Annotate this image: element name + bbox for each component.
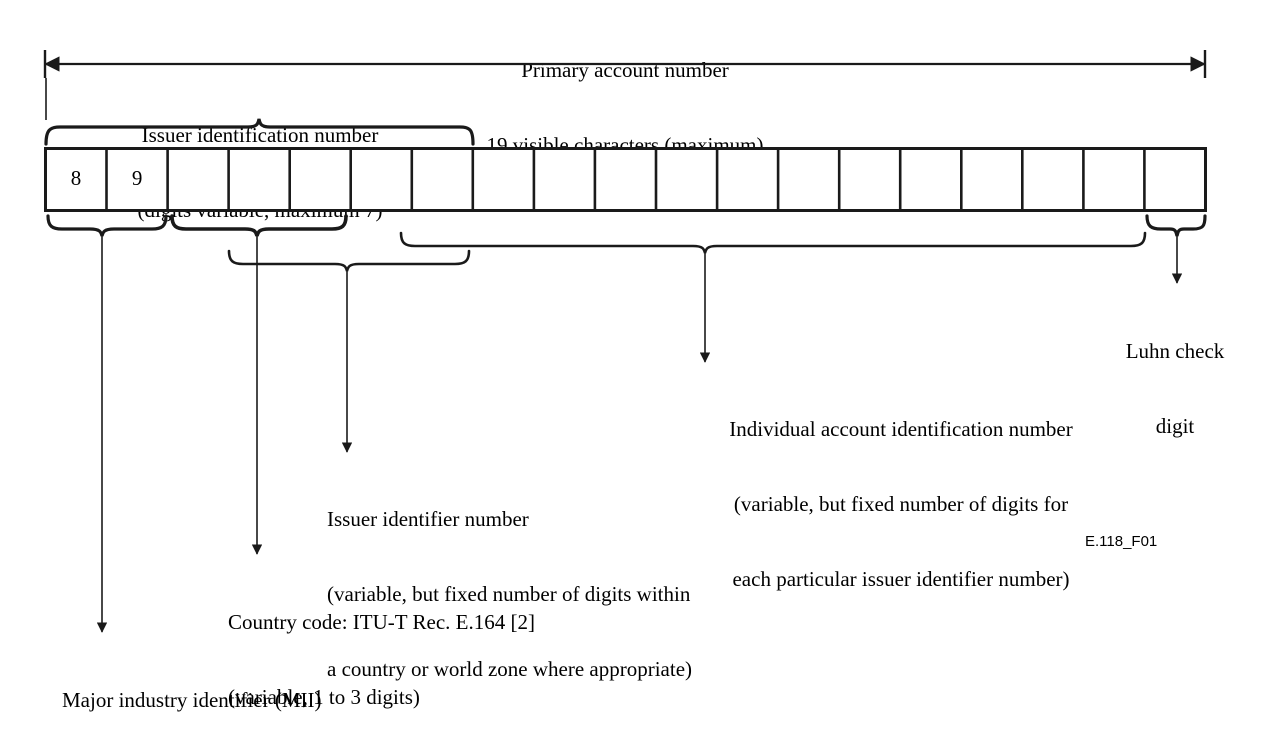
luhn-check-digit-label: Luhn check digit [1095,289,1255,489]
issuer-identifier-number-line2: (variable, but fixed number of digits wi… [327,582,691,606]
individual-account-identification-number-bracket [399,231,1147,363]
primary-account-number-span-arrow [43,50,1207,78]
individual-account-line2: (variable, but fixed number of digits fo… [733,492,1069,516]
major-industry-identifier-label: Major industry identifier (MII) (ISO/IEC… [62,638,682,736]
luhn-check-digit-line1: Luhn check [1125,339,1225,363]
country-code-line2: (variable, 1 to 3 digits) [228,685,420,709]
issuer-identifier-number-line3: a country or world zone where appropriat… [327,657,693,681]
major-industry-identifier-bracket [46,214,168,633]
issuer-identifier-number-line1: Issuer identifier number [327,507,529,531]
pan-cell-digit: 9 [131,166,143,190]
country-code-label: Country code: ITU-T Rec. E.164 [2] (vari… [228,560,728,736]
pan-cell-row [44,147,1207,212]
individual-account-identification-number-label: Individual account identification number… [625,367,1177,642]
issuer-identification-number-bracket [44,78,475,146]
individual-account-line1: Individual account identification number [729,417,1073,441]
luhn-check-digit-bracket [1145,214,1207,284]
individual-account-line3: each particular issuer identifier number… [732,567,1070,591]
issuer-identifier-number-bracket [227,249,471,453]
figure-number-label: E.118_F01 [1085,533,1158,550]
major-industry-identifier-line1: Major industry identifier (MII) [62,688,322,712]
issuer-identifier-number-label: Issuer identifier number (variable, but … [327,457,847,732]
pan-cell-digit: 8 [70,166,82,190]
luhn-check-digit-line2: digit [1155,414,1195,438]
country-code-line1: Country code: ITU-T Rec. E.164 [2] [228,610,535,634]
country-code-bracket [170,214,348,555]
